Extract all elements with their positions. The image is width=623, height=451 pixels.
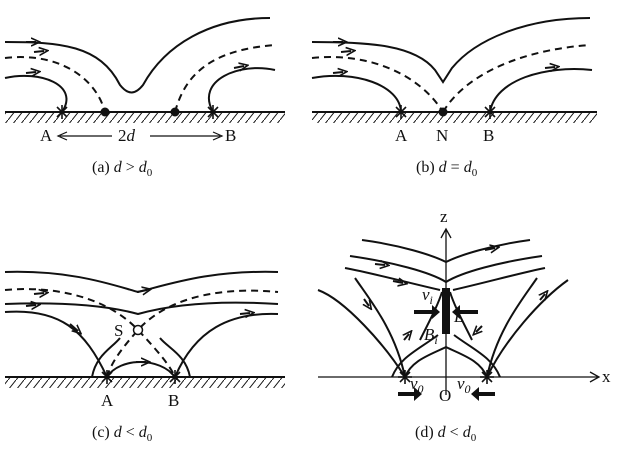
source-star-a [55,105,69,119]
field-line-d-3-left [344,267,441,291]
label-d-v0-right: v0 [457,374,471,396]
arrow-a-right [233,66,244,68]
label-a-2d: 2d [118,126,136,145]
label-a-B: B [225,126,236,145]
label-d-vi: vi [422,285,433,307]
arrow-d-1 [484,248,495,250]
field-line-c-right [174,312,279,378]
field-line-d-inner-loop [404,345,488,378]
field-line-b-left [311,74,402,113]
current-sheet [442,288,450,334]
field-line-a-right [207,67,276,113]
separatrix-b-right [442,44,591,113]
label-d-v0-left: v0 [410,374,424,396]
label-b-A: A [395,126,408,145]
distance-arrowhead-a-right [212,131,224,141]
arrow-c-dash [33,293,44,294]
separatrix-a-left [4,56,106,113]
label-c-A: A [101,391,114,410]
caption-b: (b) d = d0 [416,159,478,179]
arrow-d-3 [392,281,403,283]
arrow-c-second [25,305,36,306]
field-line-a-left [4,74,68,113]
sink-star-c-B [168,370,182,384]
sink-star-b-B [483,105,497,119]
separatrix-a-right [174,44,276,113]
field-line-a-outer [4,17,271,94]
arrow-b-right [544,67,555,68]
caption-c: (c) d < d0 [92,424,153,444]
ground-hatch-b [312,113,597,123]
drift-arrow-left [398,387,422,401]
null-point-a-left [100,107,110,117]
arrow-d-2 [374,264,385,265]
field-line-d-4-left [354,277,406,378]
field-line-b-right [489,68,593,113]
field-line-c-left [4,310,108,378]
arrow-c-top [136,290,147,292]
label-c-S: S [114,321,123,340]
caption-d: (d) d < d0 [415,424,477,444]
sink-star-d-right [480,370,494,384]
field-line-d-3-right [452,267,546,291]
panel-a: A 2d B (a) d > d0 [4,17,285,179]
inflow-arrow-left [414,305,440,319]
separatrix-c-1 [4,288,176,378]
ground-hatch-c [5,378,285,388]
distance-arrowhead-a-left [56,131,68,141]
arrow-a-dash [33,51,44,52]
panel-b: A N B (b) d = d0 [311,17,597,179]
sink-star-b [206,105,220,119]
null-point-b [438,107,448,117]
field-line-b-outer [311,17,591,84]
arrow-d-5 [540,294,545,301]
label-c-B: B [168,391,179,410]
field-line-d-outer-left [317,289,406,378]
arrow-b-dash [340,51,351,52]
arrow-d-4 [364,298,369,306]
arrow-c-right [239,313,250,314]
null-point-a-right [170,107,180,117]
label-d-x: x [602,367,611,386]
field-line-c-second [4,301,279,316]
arrow-d-7 [404,334,409,341]
arrow-a-left [25,72,36,73]
separatrix-b-left [311,56,444,113]
panel-d: z x O [317,207,611,444]
label-d-L: L [453,307,463,326]
z-axis-arrowhead [440,227,452,239]
source-star-c-A [100,370,114,384]
label-a-A: A [40,126,53,145]
field-line-c-inner-left [91,337,121,378]
arrow-d-6 [476,325,483,332]
caption-a: (a) d > d0 [92,159,153,179]
field-line-c-loop [106,361,176,378]
label-b-B: B [483,126,494,145]
field-line-c-top [4,270,279,294]
source-star-b-A [394,105,408,119]
source-star-d-left [398,370,412,384]
field-line-c-inner-right [159,337,191,378]
x-point-c-S [132,324,144,336]
field-line-d-6-left [391,334,439,378]
arrow-b-left [332,72,343,73]
x-axis-arrowhead [589,371,601,383]
label-d-origin: O [439,386,451,405]
inflow-arrow-right [452,305,478,319]
label-b-N: N [436,126,448,145]
label-d-z: z [440,207,448,226]
field-line-d-outer-right [486,279,569,378]
drift-arrow-right [471,387,495,401]
panel-c: S A B (c) d < d0 [4,270,285,444]
ground-hatch-a [5,113,285,123]
arrow-c-left [69,323,78,331]
label-d-Bi: Bi [424,325,438,347]
field-line-d-6-right [453,334,501,378]
